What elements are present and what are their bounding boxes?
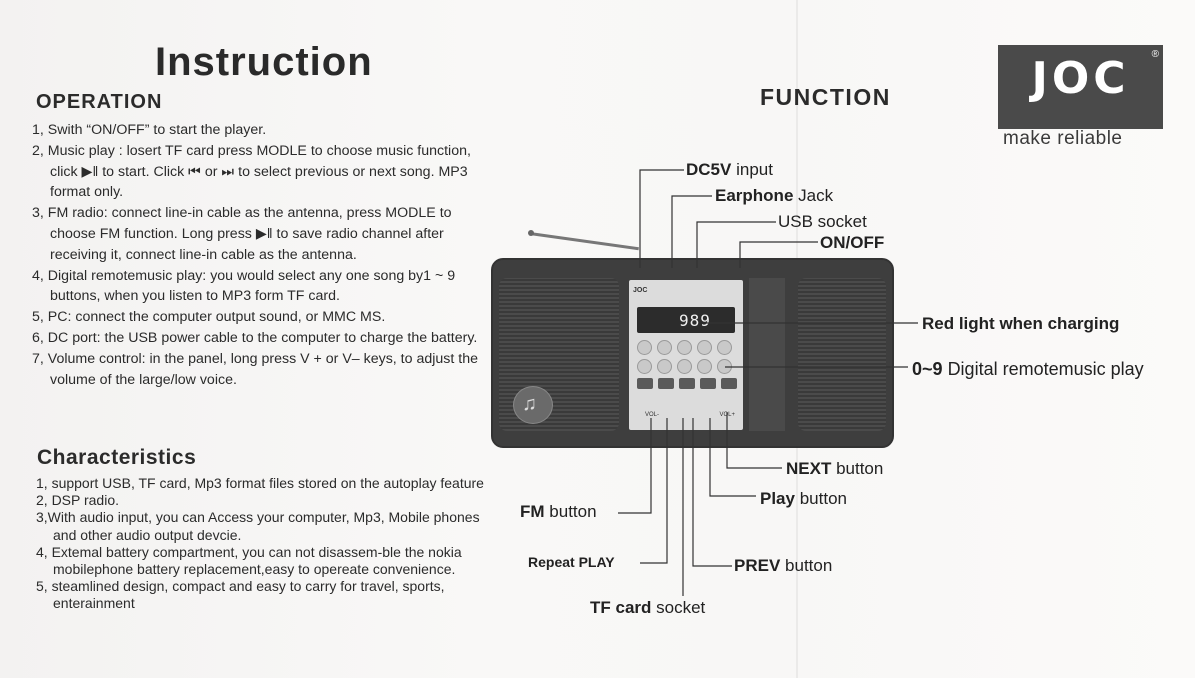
operation-list: 1, Swith “ON/OFF” to start the player. 2… — [32, 120, 482, 390]
leader-earphone — [671, 195, 712, 268]
registered-mark: ® — [1151, 49, 1159, 60]
prev-button-label: PREV button — [734, 556, 833, 575]
fm-button-label: FM button — [520, 502, 597, 521]
right-speaker-grille — [798, 278, 886, 431]
operation-item: 1, Swith “ON/OFF” to start the player. — [32, 122, 267, 138]
radio-device: ♫ JOC 989 — [491, 258, 894, 448]
key-button[interactable] — [677, 340, 692, 355]
repeat-button[interactable] — [721, 378, 737, 389]
leader-play — [709, 418, 756, 497]
vol-minus-label: VOL- — [645, 412, 660, 418]
joc-logo: JOC ® — [998, 45, 1163, 129]
on-off-label: ON/OFF — [820, 233, 885, 252]
key-button[interactable] — [637, 340, 652, 355]
key-button[interactable] — [677, 359, 692, 374]
operation-item: 6, DC port: the USB power cable to the c… — [32, 329, 478, 346]
logo-text: JOC — [1031, 53, 1130, 104]
logo-tagline: make reliable — [1003, 128, 1123, 149]
characteristics-item: 1, support USB, TF card, Mp3 format file… — [36, 475, 484, 491]
usb-socket-label: USB socket — [778, 212, 867, 231]
earphone-jack-label: Earphone Jack — [715, 186, 834, 205]
leader-usb — [696, 221, 776, 268]
side-strip — [749, 278, 785, 431]
red-light-label: Red light when charging — [922, 314, 1120, 333]
device-brand: JOC — [633, 287, 648, 294]
characteristics-item: 2, DSP radio. — [36, 492, 120, 509]
characteristics-item: 4, Extemal battery compartment, you can … — [36, 543, 462, 578]
key-button[interactable] — [657, 359, 672, 374]
leader-onoff — [739, 241, 818, 268]
key-button[interactable] — [637, 359, 652, 374]
characteristics-heading: Characteristics — [37, 446, 197, 469]
mascot-badge: ♫ — [513, 386, 553, 424]
function-heading: FUNCTION — [760, 84, 891, 110]
leader-next — [726, 412, 782, 469]
operation-item: 5, PC: connect the computer output sound… — [32, 309, 386, 326]
next-button-label: NEXT button — [786, 459, 884, 478]
prev-button[interactable] — [658, 378, 674, 389]
operation-item: 7, Volume control: in the panel, long pr… — [32, 350, 478, 388]
leader-repeat — [640, 418, 668, 564]
operation-item: 3, FM radio: connect line-in cable as th… — [32, 205, 452, 263]
next-button[interactable] — [700, 378, 716, 389]
play-button[interactable] — [679, 378, 695, 389]
key-button[interactable] — [697, 359, 712, 374]
operation-item: 4, Digital remotemusic play: you would s… — [32, 267, 456, 305]
leader-prev — [692, 418, 732, 567]
leader-dc5v — [639, 169, 684, 268]
characteristics-item: 3,With audio input, you can Access your … — [36, 509, 480, 543]
characteristics-item: 5, steamlined design, compact and easy t… — [36, 578, 445, 612]
digital-remotemusic-label: 0~9 Digital remotemusic play — [912, 359, 1144, 379]
repeat-play-label: Repeat PLAY — [528, 554, 615, 570]
operation-heading: OPERATION — [36, 91, 163, 113]
control-panel: JOC 989 — [629, 280, 743, 430]
key-button[interactable] — [697, 340, 712, 355]
mode-button[interactable] — [637, 378, 653, 389]
key-button[interactable] — [717, 340, 732, 355]
number-keypad — [637, 340, 737, 393]
dc5v-input-label: DC5V input — [686, 160, 773, 179]
page-title: Instruction — [155, 40, 373, 84]
operation-item: 2, Music play : losert TF card press MOD… — [32, 142, 471, 201]
play-button-label: Play button — [760, 489, 847, 508]
tf-card-socket-label: TF card socket — [590, 598, 706, 617]
lcd-display: 989 — [637, 307, 735, 333]
leader-fm — [618, 418, 652, 514]
characteristics-list: 1, support USB, TF card, Mp3 format file… — [36, 475, 486, 613]
key-button[interactable] — [657, 340, 672, 355]
mascot-icon: ♫ — [522, 393, 537, 415]
lcd-readout: 989 — [679, 311, 711, 330]
left-speaker-grille: ♫ — [499, 278, 619, 431]
antenna-tip — [528, 230, 534, 236]
